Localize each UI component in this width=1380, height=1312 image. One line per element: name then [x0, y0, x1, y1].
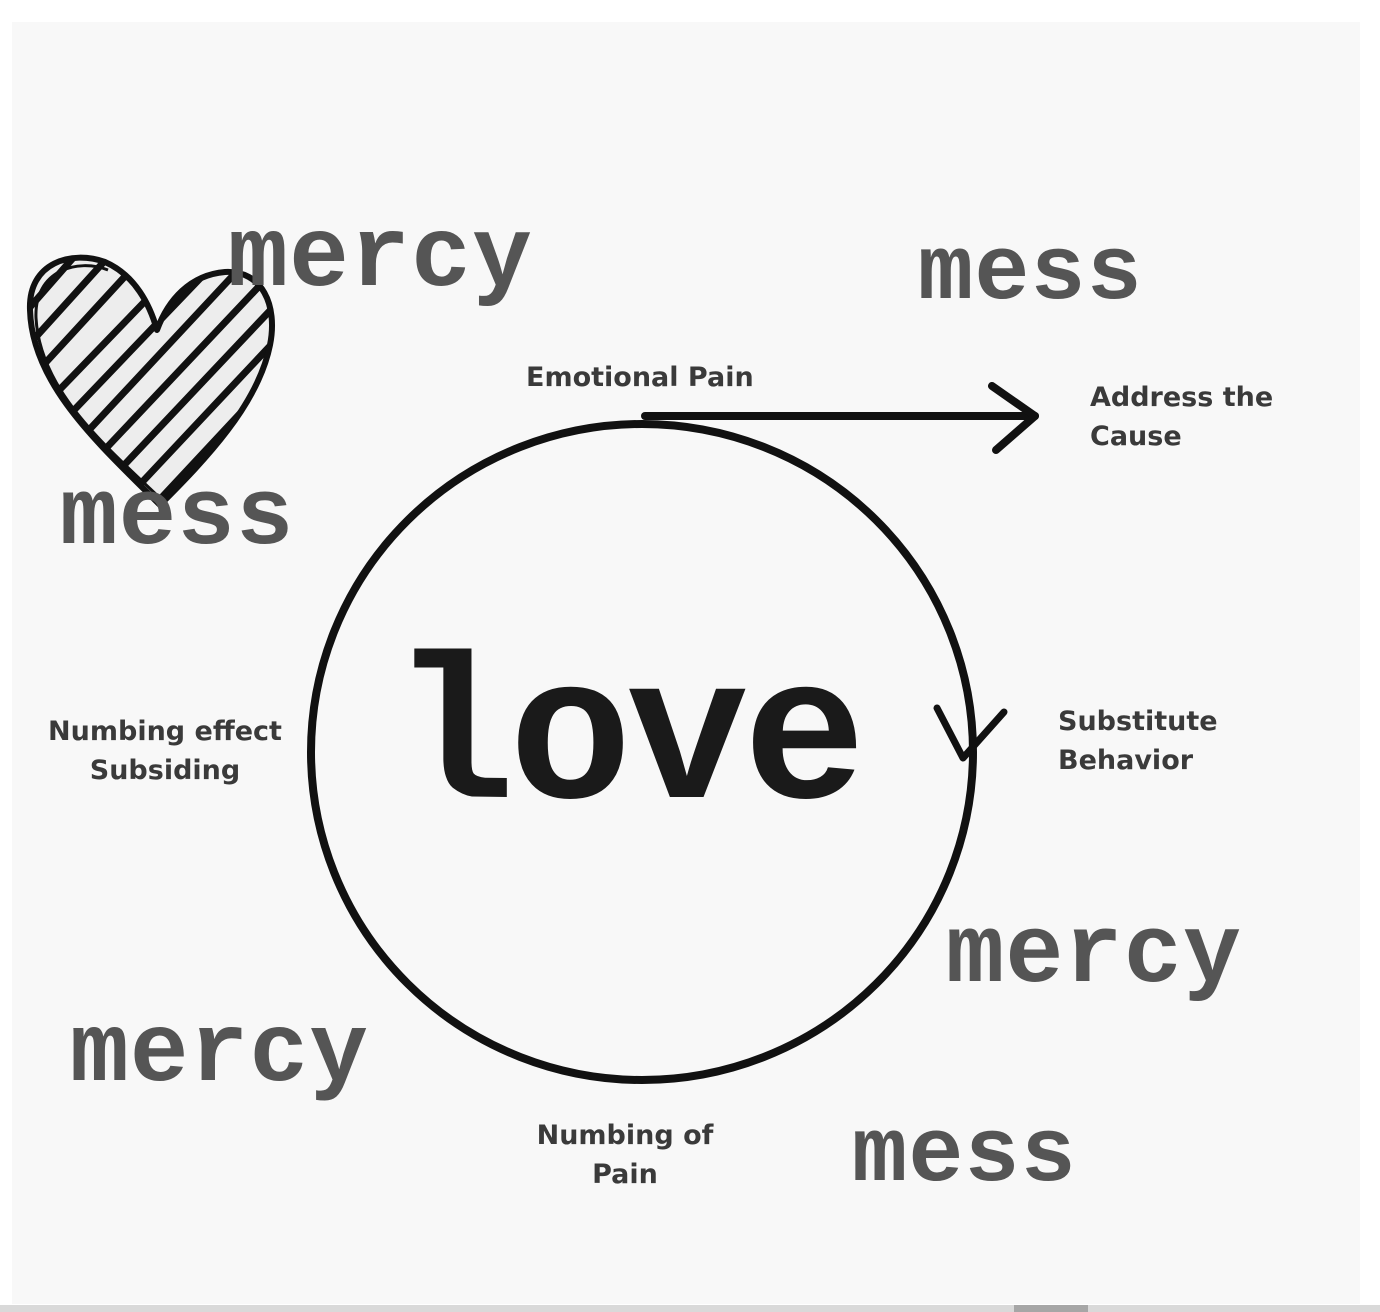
- label-numbing-subsiding: Numbing effect Subsiding: [40, 712, 290, 790]
- label-substitute-behavior: Substitute Behavior: [1058, 702, 1218, 780]
- label-subsiding-line1: Numbing effect: [48, 716, 282, 747]
- horizontal-scrollbar-thumb[interactable]: [1014, 1305, 1088, 1312]
- word-mess-left: mess: [60, 463, 295, 572]
- word-mess-top: mess: [918, 221, 1143, 326]
- scribbled-heart-icon: [26, 254, 275, 508]
- word-mercy-right: mercy: [946, 901, 1243, 1011]
- label-substitute-line2: Behavior: [1058, 745, 1194, 777]
- label-substitute-line1: Substitute: [1058, 706, 1218, 737]
- arrow-down-icon: [933, 704, 1008, 762]
- arrow-right-icon: [641, 382, 1039, 454]
- label-address-cause-line1: Address the: [1090, 382, 1274, 413]
- label-subsiding-line2: Subsiding: [89, 755, 241, 787]
- horizontal-scrollbar-track[interactable]: [0, 1305, 1380, 1312]
- label-numbing-line2: Pain: [592, 1159, 658, 1191]
- label-emotional-pain: Emotional Pain: [526, 358, 754, 397]
- diagram-background: [12, 22, 1360, 1304]
- label-numbing-line1: Numbing of: [536, 1120, 714, 1151]
- label-numbing-of-pain: Numbing of Pain: [530, 1116, 720, 1194]
- word-mess-bottom: mess: [852, 1103, 1077, 1208]
- word-mercy-left: mercy: [70, 999, 370, 1110]
- label-emotional-pain-text: Emotional Pain: [526, 362, 754, 393]
- label-address-cause-line2: Cause: [1090, 421, 1182, 453]
- label-address-cause: Address the Cause: [1090, 378, 1273, 456]
- center-word-love: love: [392, 626, 866, 859]
- word-mercy-top: mercy: [228, 203, 534, 316]
